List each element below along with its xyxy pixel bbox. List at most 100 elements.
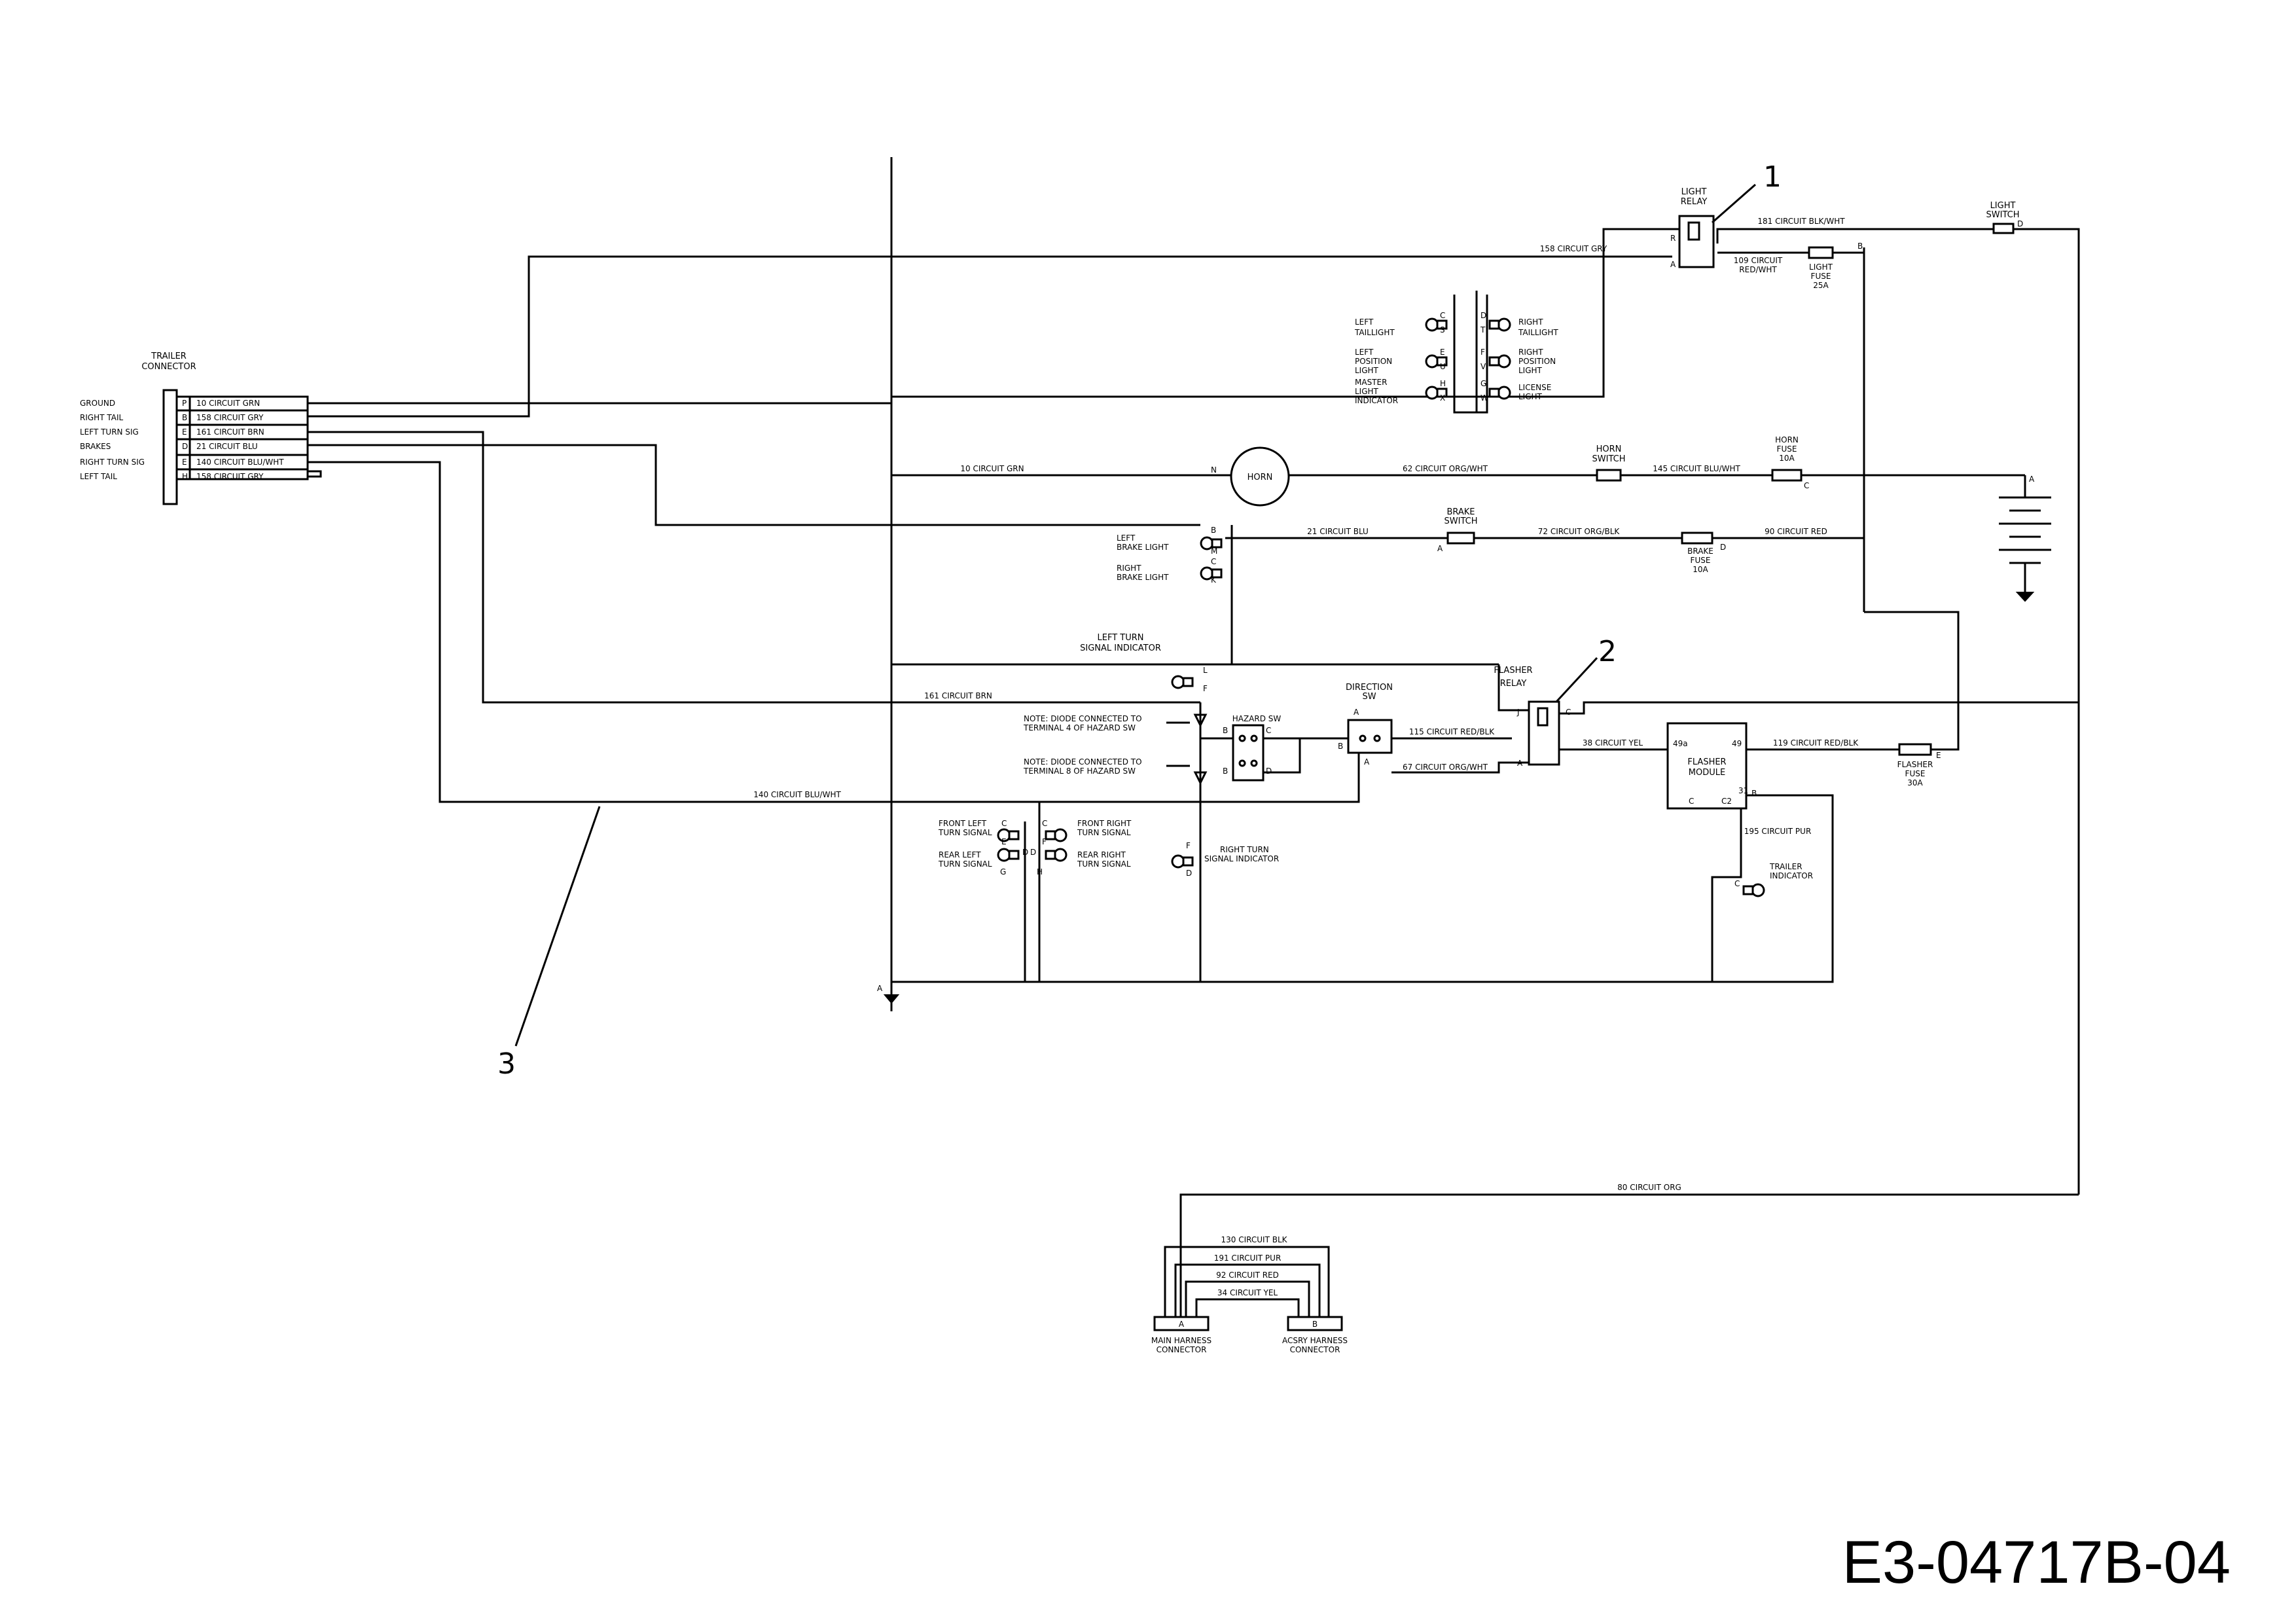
right-brake-bulb bbox=[1200, 566, 1223, 581]
left-position-bulb bbox=[1425, 354, 1448, 369]
right-turn-ind-pin-f: F bbox=[1186, 841, 1191, 850]
light-fuse-body bbox=[1808, 246, 1834, 259]
brake-switch[interactable]: BRAKE SWITCH A bbox=[1437, 507, 1477, 553]
battery-ground-arrow bbox=[2015, 592, 2035, 602]
left-turn-indicator: LEFT TURN SIGNAL INDICATOR L F bbox=[1080, 633, 1208, 693]
acsry-harness-label-2: CONNECTOR bbox=[1290, 1345, 1340, 1354]
master-indicator-bulb bbox=[1425, 386, 1448, 400]
license-light-label: LICENSE bbox=[1518, 383, 1551, 392]
front-right-turn-label: FRONT RIGHT bbox=[1077, 819, 1132, 828]
wire-161-brn-trailer bbox=[308, 431, 1178, 704]
hazard-contact-2 bbox=[1250, 734, 1258, 742]
circuit-181-label: 181 CIRCUIT BLK/WHT bbox=[1757, 217, 1845, 226]
left-turn-ind-globe-globe bbox=[1171, 675, 1185, 689]
rear-left-turn-pin-2: G bbox=[1000, 867, 1006, 876]
left-brake-label: LEFT bbox=[1117, 533, 1136, 543]
rear-right-turn-bulb-globe bbox=[1053, 848, 1067, 862]
right-brake-bulb-base bbox=[1211, 568, 1223, 579]
trailer-circuit-2: 161 CIRCUIT BRN bbox=[196, 427, 264, 437]
circuit-109-label: 109 CIRCUIT bbox=[1734, 256, 1783, 265]
wire-flasher-relay-c bbox=[1559, 701, 2079, 715]
right-position-label-2: POSITION bbox=[1518, 357, 1556, 366]
light-switch-label-2: SWITCH bbox=[1986, 210, 2020, 220]
left-position-bulb-base bbox=[1436, 356, 1448, 367]
light-fuse-pin: B bbox=[1857, 242, 1863, 251]
trailer-pin-1: B bbox=[182, 413, 187, 422]
right-brake-pin-1: C bbox=[1211, 557, 1216, 566]
right-turn-ind-globe-globe bbox=[1171, 854, 1185, 869]
wire-relay-feed bbox=[890, 157, 1689, 398]
rear-right-turn-pin-2: H bbox=[1037, 867, 1043, 876]
hazard-switch[interactable]: HAZARD SW B C B D bbox=[1223, 714, 1281, 782]
acsry-harness-connector[interactable]: B ACSRY HARNESS CONNECTOR bbox=[1282, 1316, 1348, 1354]
main-harness-connector-body bbox=[1153, 1316, 1210, 1331]
wire-92-red bbox=[1185, 1280, 1310, 1324]
flasher-module-body bbox=[1666, 722, 1748, 810]
rear-left-turn-label: REAR LEFT bbox=[939, 850, 981, 859]
hazard-pin-d: D bbox=[1266, 767, 1272, 776]
right-position-label: RIGHT bbox=[1518, 348, 1543, 357]
horn-fuse: HORN FUSE 10A C bbox=[1771, 435, 1809, 490]
license-light-pin-1: G bbox=[1480, 379, 1486, 388]
flasher-module: FLASHER MODULE 49a 49 C C2 31 B bbox=[1666, 722, 1757, 810]
trailer-connector-body bbox=[162, 389, 178, 505]
light-switch-body bbox=[1992, 223, 2015, 234]
direction-pin-b: B bbox=[1338, 742, 1343, 751]
wire-130-blk bbox=[1164, 1246, 1330, 1324]
direction-switch[interactable]: DIRECTION SW A B A bbox=[1338, 683, 1393, 767]
trailer-function-4: RIGHT TURN SIG bbox=[80, 458, 145, 467]
trailer-indicator-bulb bbox=[1742, 883, 1765, 897]
license-light-bulb-base bbox=[1488, 388, 1500, 398]
front-left-turn-label: FRONT LEFT bbox=[939, 819, 987, 828]
light-switch[interactable]: LIGHT SWITCH D bbox=[1986, 201, 2024, 234]
flasher-fuse-label-3: 30A bbox=[1907, 778, 1923, 787]
light-switch-pin: D bbox=[2017, 219, 2023, 228]
callout-1: 1 bbox=[1763, 160, 1782, 194]
light-relay-pin-a: A bbox=[1670, 260, 1676, 269]
left-position-light-pin-2: U bbox=[1440, 362, 1446, 371]
rear-right-turn-label: REAR RIGHT bbox=[1077, 850, 1126, 859]
light-fuse-label: LIGHT bbox=[1809, 262, 1833, 272]
light-switch-label: LIGHT bbox=[1990, 201, 2016, 211]
brake-switch-body bbox=[1446, 532, 1475, 545]
trailer-function-2: LEFT TURN SIG bbox=[80, 427, 139, 437]
horn-label: HORN bbox=[1247, 473, 1273, 482]
horn-switch[interactable]: HORN SWITCH bbox=[1592, 444, 1626, 482]
front-right-turn-bulb bbox=[1045, 828, 1067, 842]
flasher-module-label: FLASHER bbox=[1687, 757, 1726, 767]
flasher-relay-pin-j: J bbox=[1516, 708, 1520, 717]
hazard-contact-4 bbox=[1250, 759, 1258, 767]
right-position-bulb-globe bbox=[1497, 354, 1511, 369]
rear-left-turn-bulb-globe bbox=[997, 848, 1011, 862]
callout-3-leader bbox=[514, 806, 601, 1047]
hazard-switch-body bbox=[1232, 724, 1265, 782]
direction-switch-label: DIRECTION bbox=[1346, 683, 1393, 693]
harness-circuit-92: 92 CIRCUIT RED bbox=[1216, 1271, 1279, 1280]
right-taillight-label: RIGHT bbox=[1518, 317, 1543, 327]
ground-symbol: A bbox=[877, 984, 900, 1004]
trailer-ind-globe-globe bbox=[1751, 883, 1765, 897]
flasher-module-pin-49a: 49a bbox=[1673, 739, 1688, 748]
trailer-circuit-1: 158 CIRCUIT GRY bbox=[196, 413, 264, 422]
flasher-fuse: E FLASHER FUSE 30A bbox=[1897, 743, 1941, 787]
wire-181-blk-wht bbox=[1716, 228, 1994, 244]
wire-158-gry bbox=[308, 255, 1672, 418]
light-relay-label-2: RELAY bbox=[1681, 197, 1708, 207]
front-right-turn-pin-1: C bbox=[1042, 819, 1047, 828]
left-turn-ind-pin-l: L bbox=[1203, 666, 1208, 675]
lamp-group: LEFT TAILLIGHT LEFT POSITION LIGHT MASTE… bbox=[1354, 311, 1558, 405]
ground-arrow bbox=[883, 994, 900, 1004]
brake-fuse-body bbox=[1681, 532, 1713, 545]
main-harness-connector[interactable]: A MAIN HARNESS CONNECTOR bbox=[1151, 1316, 1211, 1354]
acsry-harness-pin: B bbox=[1312, 1320, 1318, 1329]
horn-fuse-pin: C bbox=[1804, 481, 1809, 490]
trailer-pin-3: D bbox=[182, 442, 188, 451]
light-relay: LIGHT RELAY R A bbox=[1670, 187, 1715, 269]
circuit-145-label: 145 CIRCUIT BLU/WHT bbox=[1653, 464, 1740, 473]
left-taillight-label-2: TAILLIGHT bbox=[1354, 328, 1395, 337]
flasher-relay-coil bbox=[1537, 707, 1549, 727]
rear-right-turn-pin-1: D bbox=[1030, 848, 1036, 857]
